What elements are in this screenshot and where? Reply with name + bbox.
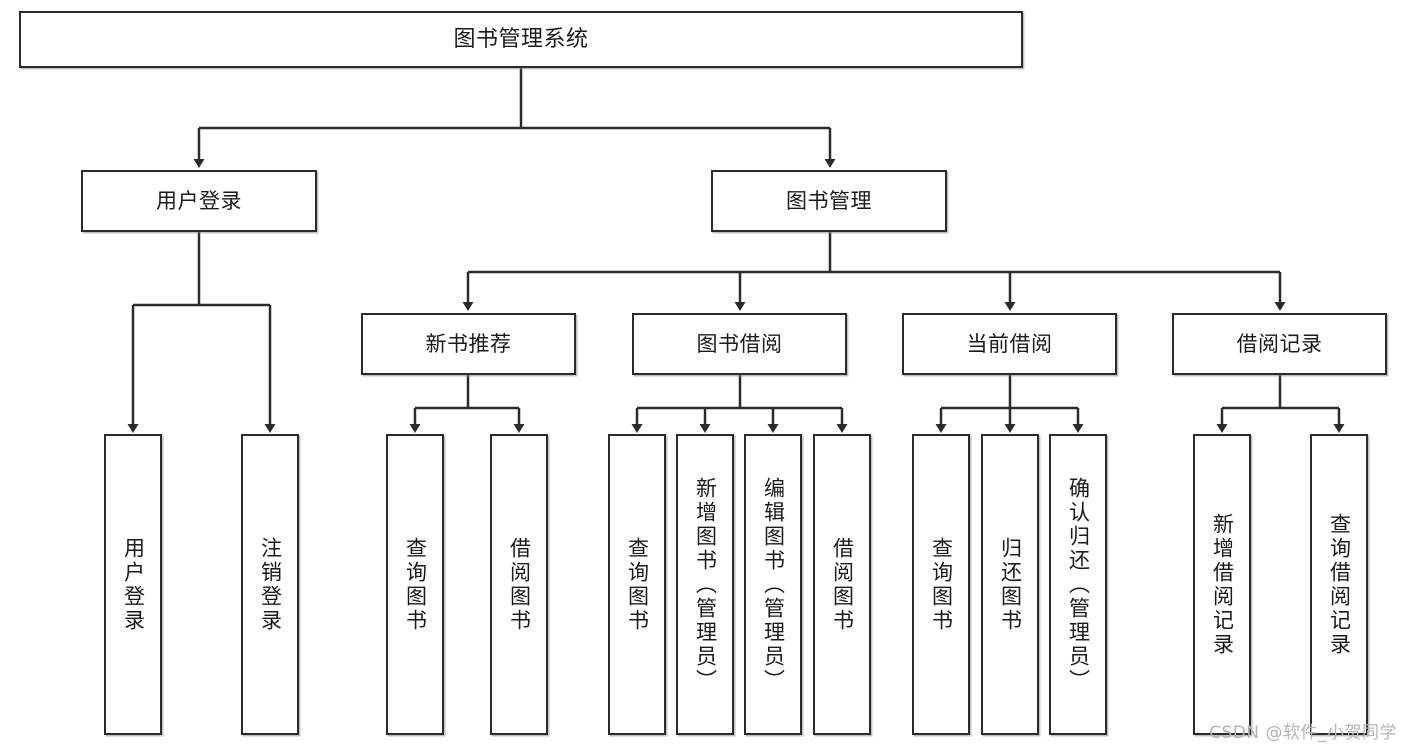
leaf-label: 编辑图书（管理员） <box>761 476 786 693</box>
leaf-confirm-return-admin[interactable]: 确认归还（管理员） <box>1049 434 1107 735</box>
node-new-book-recommend[interactable]: 新书推荐 <box>361 313 576 375</box>
node-label: 图书管理 <box>786 188 872 213</box>
leaf-query-book-current[interactable]: 查询图书 <box>912 434 970 735</box>
leaf-label: 借阅图书 <box>507 536 532 633</box>
node-label: 当前借阅 <box>966 331 1053 356</box>
leaf-borrow-book-recommend[interactable]: 借阅图书 <box>490 434 548 735</box>
node-book-borrow[interactable]: 图书借阅 <box>632 313 847 375</box>
leaf-label: 归还图书 <box>998 536 1023 633</box>
leaf-add-book-admin[interactable]: 新增图书（管理员） <box>676 434 734 735</box>
leaf-query-book-recommend[interactable]: 查询图书 <box>386 434 444 735</box>
leaf-add-borrow-record[interactable]: 新增借阅记录 <box>1193 434 1251 735</box>
node-book-management-system[interactable]: 图书管理系统 <box>19 11 1023 68</box>
leaf-label: 查询图书 <box>929 536 954 633</box>
node-label: 新书推荐 <box>425 331 512 356</box>
leaf-edit-book-admin[interactable]: 编辑图书（管理员） <box>744 434 802 735</box>
leaf-label: 用户登录 <box>121 536 146 633</box>
leaf-return-book[interactable]: 归还图书 <box>981 434 1039 735</box>
leaf-label: 确认归还（管理员） <box>1066 476 1091 693</box>
leaf-label: 新增图书（管理员） <box>693 476 718 693</box>
leaf-borrow-book[interactable]: 借阅图书 <box>813 434 871 735</box>
leaf-logout[interactable]: 注销登录 <box>241 434 299 735</box>
leaf-label: 查询图书 <box>403 536 428 633</box>
leaf-label: 查询图书 <box>625 536 650 633</box>
leaf-user-login[interactable]: 用户登录 <box>104 434 162 735</box>
leaf-label: 借阅图书 <box>830 536 855 633</box>
leaf-query-book-borrow[interactable]: 查询图书 <box>608 434 666 735</box>
node-label: 图书借阅 <box>696 331 783 356</box>
node-user-login[interactable]: 用户登录 <box>81 170 317 232</box>
node-label: 用户登录 <box>156 188 242 213</box>
node-label: 借阅记录 <box>1236 331 1323 356</box>
leaf-label: 查询借阅记录 <box>1327 512 1352 657</box>
node-book-management[interactable]: 图书管理 <box>711 170 947 232</box>
leaf-label: 注销登录 <box>258 536 283 633</box>
node-borrow-record[interactable]: 借阅记录 <box>1172 313 1387 375</box>
leaf-label: 新增借阅记录 <box>1210 512 1235 657</box>
node-current-borrow[interactable]: 当前借阅 <box>902 313 1117 375</box>
node-label: 图书管理系统 <box>453 26 589 52</box>
leaf-query-borrow-record[interactable]: 查询借阅记录 <box>1310 434 1368 735</box>
